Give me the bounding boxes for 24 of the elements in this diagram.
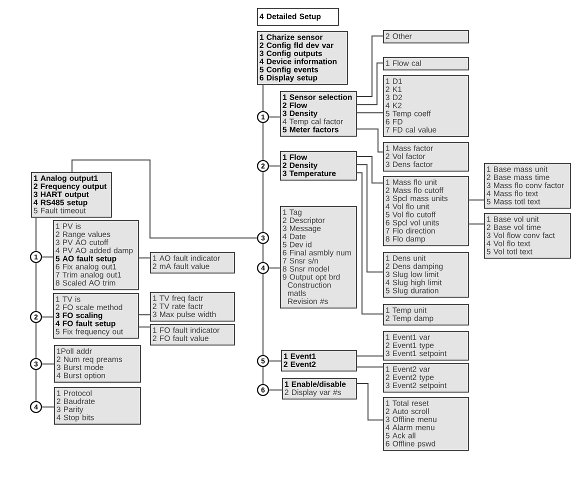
connector-line (356, 366, 384, 368)
connector-line (268, 360, 282, 362)
connector-line (356, 164, 384, 272)
connector-line (42, 316, 54, 318)
connector-line (262, 122, 264, 160)
connector-line (262, 84, 264, 112)
connector-line (262, 274, 264, 356)
connector-line (268, 116, 280, 118)
connector-line (138, 314, 150, 316)
connector-line (262, 172, 264, 232)
connector-line (262, 366, 264, 384)
connector-line (138, 326, 150, 328)
connector-line (356, 128, 384, 152)
connector-line (356, 62, 384, 106)
connector-line (72, 160, 258, 238)
connector-line (42, 406, 54, 408)
connector-line (356, 156, 384, 184)
connector-line (356, 36, 384, 98)
connector-line (138, 257, 150, 258)
connector-line (42, 256, 54, 258)
connector-line (356, 112, 384, 114)
connector-line (356, 383, 384, 420)
connector-line (262, 244, 264, 262)
connector-line (356, 172, 384, 314)
